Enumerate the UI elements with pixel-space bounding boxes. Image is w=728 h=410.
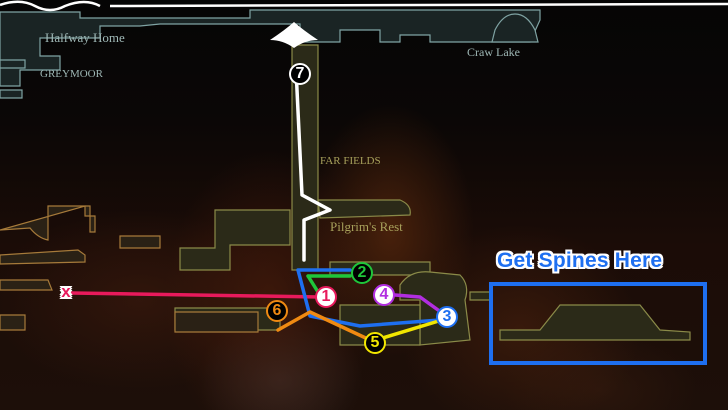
route-marker-5: 5 <box>364 332 386 354</box>
spines-highlight-box <box>489 282 707 365</box>
route-marker-7: 7 <box>289 63 311 85</box>
route-yellow <box>374 318 444 342</box>
route-orange <box>276 310 372 342</box>
greymoor-rooms <box>0 9 541 99</box>
top-white-trim <box>0 0 728 12</box>
spines-room <box>499 304 691 341</box>
craw-lake-room <box>491 13 539 43</box>
start-x-marker: x <box>61 282 71 301</box>
area-label-halfway-home: Halfway Home <box>45 30 125 45</box>
area-label-pilgrims-rest: Pilgrim's Rest <box>330 219 403 234</box>
area-label-far-fields: FAR FIELDS <box>320 155 381 167</box>
route-marker-3: 3 <box>436 306 458 328</box>
route-blue <box>296 268 442 328</box>
area-label-greymoor: GREYMOOR <box>40 68 103 80</box>
route-marker-4: 4 <box>373 284 395 306</box>
route-white <box>294 67 332 262</box>
left-rooms <box>0 205 259 333</box>
route-marker-1: 1 <box>315 286 337 308</box>
route-purple <box>393 293 447 317</box>
route-lines <box>70 67 447 342</box>
route-red <box>70 291 322 299</box>
area-label-craw-lake: Craw Lake <box>467 45 520 59</box>
get-spines-callout: Get Spines Here <box>497 249 663 272</box>
bench-icon <box>270 22 318 48</box>
route-marker-2: 2 <box>351 262 373 284</box>
route-marker-6: 6 <box>266 300 288 322</box>
